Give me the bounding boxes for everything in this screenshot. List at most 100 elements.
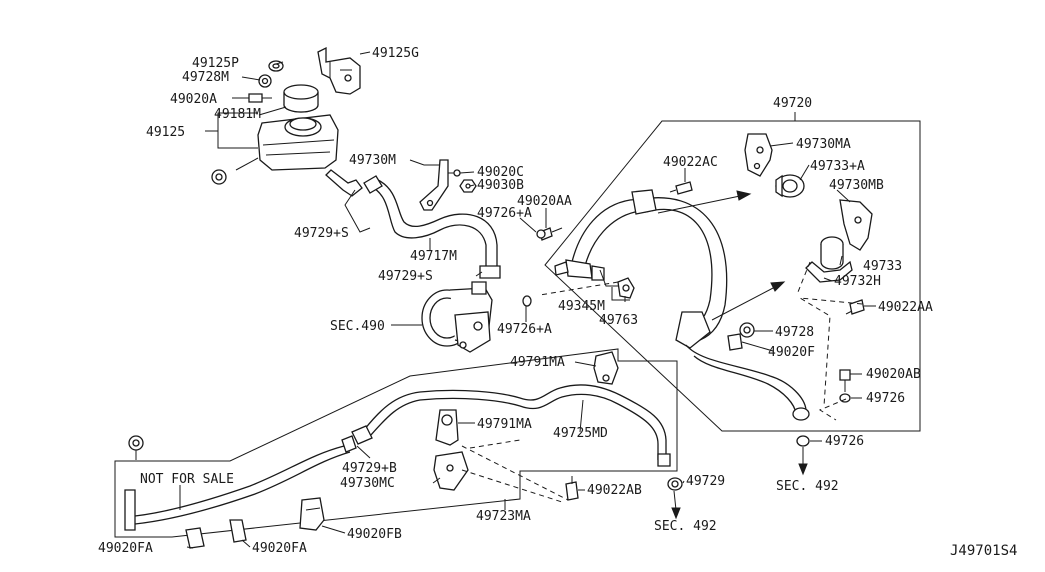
label-49020FA-b: 49020FA <box>252 541 307 556</box>
arrow-sec492-bottom <box>671 490 681 520</box>
label-49726A-top: 49726+A <box>477 206 532 221</box>
dashed-leader-49726 <box>818 398 847 421</box>
label-49020FB: 49020FB <box>347 527 402 542</box>
label-49732H: 49732H <box>834 274 881 289</box>
dashed-leader-49763 <box>539 281 619 296</box>
bolt-49020AB <box>839 369 851 392</box>
dashed-leader-49730MC <box>461 445 569 501</box>
bracket-49730MB <box>839 199 873 251</box>
label-49020A: 49020A <box>170 92 217 107</box>
label-49030B: 49030B <box>477 178 524 193</box>
frame-49720 <box>544 120 921 432</box>
label-49729B: 49729+B <box>342 461 397 476</box>
bracket-49730MA <box>744 133 773 177</box>
arrow-lower <box>711 281 786 321</box>
label-49125P: 49125P <box>192 56 239 71</box>
clamp-49729 <box>667 477 683 491</box>
label-49730MC: 49730MC <box>340 476 395 491</box>
bracket-49730M <box>419 159 449 211</box>
label-49791MA-mid: 49791MA <box>477 417 532 432</box>
label-49020AB: 49020AB <box>866 367 921 382</box>
label-49730M: 49730M <box>349 153 396 168</box>
bolt-49020F <box>727 333 743 351</box>
label-49730MA: 49730MA <box>796 137 851 152</box>
label-49022AB: 49022AB <box>587 483 642 498</box>
label-49022AA: 49022AA <box>878 300 933 315</box>
label-49022AC: 49022AC <box>663 155 718 170</box>
label-49791MA-top: 49791MA <box>510 355 565 370</box>
bolt-49022AB <box>565 476 579 501</box>
clamp-49791MA-mid <box>435 409 459 446</box>
bolt-49020C <box>448 169 461 177</box>
holder-49732H <box>805 260 853 283</box>
clamp-49733A <box>775 174 805 198</box>
label-49733A: 49733+A <box>810 159 865 174</box>
dashed-leader-49791MA <box>469 439 521 449</box>
label-49726A-bot: 49726+A <box>497 322 552 337</box>
dashed-leader-49022AA <box>799 297 863 407</box>
label-49020FA-a: 49020FA <box>98 541 153 556</box>
label-49729S-top: 49729+S <box>294 226 349 241</box>
power-steering-pump <box>421 281 493 353</box>
label-49181M: 49181M <box>214 107 261 122</box>
arrow-sec492-right <box>798 447 808 476</box>
label-49726-a: 49726 <box>866 391 905 406</box>
label-49763: 49763 <box>599 313 638 328</box>
pressure-switch-49763 <box>617 277 635 299</box>
clamp-49345M <box>599 269 618 287</box>
bolt-49020A <box>248 93 272 103</box>
nut-49030B <box>459 179 477 193</box>
leader-lines <box>179 51 876 549</box>
clamp-49020FA-a <box>185 527 205 549</box>
label-49720: 49720 <box>773 96 812 111</box>
washer-49726A-bot <box>522 295 532 307</box>
label-49733: 49733 <box>863 259 902 274</box>
arrow-upper <box>657 190 752 214</box>
washer-49726A-top <box>536 229 546 239</box>
bolt-49022AC <box>669 181 693 195</box>
label-sec490: SEC.490 <box>330 319 385 334</box>
grommet-49728M <box>258 74 272 88</box>
washer-49726-b <box>796 435 810 447</box>
clamp-49020FB <box>299 497 325 531</box>
label-49020AA: 49020AA <box>517 194 572 209</box>
label-49125: 49125 <box>146 125 185 140</box>
label-not-for-sale: NOT FOR SALE <box>140 472 234 487</box>
label-sec492-right: SEC. 492 <box>776 479 839 494</box>
reservoir-tank <box>235 114 363 197</box>
label-49725MD: 49725MD <box>553 426 608 441</box>
grommet-49728 <box>739 322 755 338</box>
label-49345M: 49345M <box>558 299 605 314</box>
label-sec492-bottom: SEC. 492 <box>654 519 717 534</box>
label-49726-b: 49726 <box>825 434 864 449</box>
ref-b-circle <box>128 435 144 460</box>
diagram-id: J49701S4 <box>950 543 1017 559</box>
label-49730MB: 49730MB <box>829 178 884 193</box>
clamp-49733 <box>820 236 844 270</box>
clamp-49020FA-b <box>229 519 247 543</box>
hose-49725MD <box>351 384 671 467</box>
label-49717M: 49717M <box>410 249 457 264</box>
hose-49723MA <box>124 435 357 531</box>
label-49723MA: 49723MA <box>476 509 531 524</box>
label-49020F: 49020F <box>768 345 815 360</box>
dashed-leader-49732H <box>797 261 811 293</box>
reservoir-cap <box>283 84 319 113</box>
label-49729: 49729 <box>686 474 725 489</box>
label-49728M: 49728M <box>182 70 229 85</box>
label-49729S-mid: 49729+S <box>378 269 433 284</box>
ref-a-circle-top <box>211 169 227 185</box>
frame-49723MA <box>114 348 678 538</box>
dashed-leader-49022AB <box>461 469 563 503</box>
clamp-49791MA-top <box>593 351 619 385</box>
bracket-49730MC <box>433 451 469 491</box>
label-49020C: 49020C <box>477 165 524 180</box>
label-49125G: 49125G <box>372 46 419 61</box>
hose-49720 <box>554 189 810 421</box>
bolt-49022AA <box>845 299 865 315</box>
hose-49717M <box>363 175 501 279</box>
label-49728: 49728 <box>775 325 814 340</box>
bracket-49125G <box>317 46 361 95</box>
